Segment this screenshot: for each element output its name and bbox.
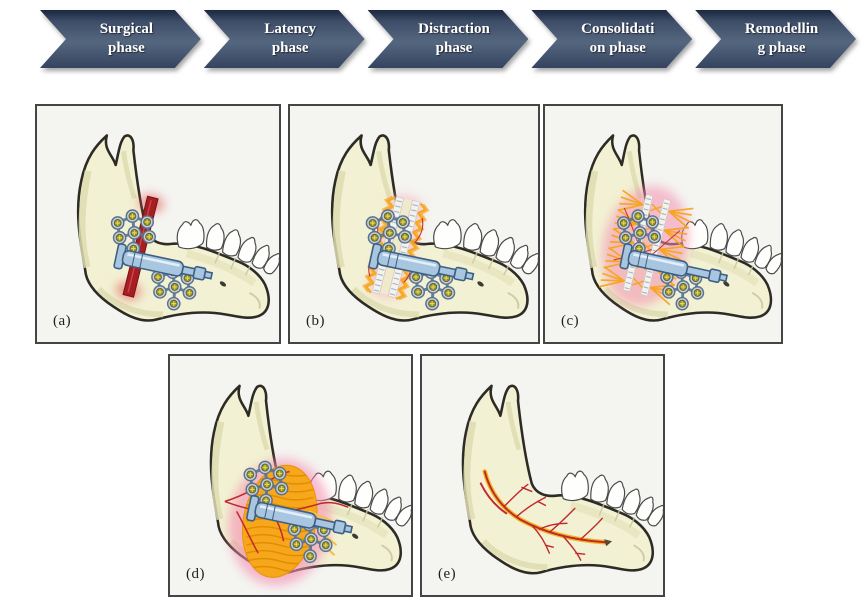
mandible-bone	[461, 384, 663, 575]
mandible-illustration	[330, 134, 538, 322]
bone-screw-icon	[631, 209, 645, 223]
bone-screw-icon	[167, 280, 182, 294]
neurovascular-bundle	[479, 469, 613, 561]
bone-screw-icon	[304, 532, 318, 547]
panel-consolidation: (d)	[168, 354, 413, 597]
bone-screw-icon	[633, 226, 647, 240]
mandible-bone	[76, 134, 279, 322]
bone-screw-icon	[243, 467, 258, 482]
phase-label-line2: on phase	[589, 40, 646, 56]
bone-screw-icon	[127, 226, 142, 240]
bone-screw-icon	[289, 537, 304, 552]
process-step-distraction: Distraction phase	[368, 10, 529, 68]
bone-screw-icon	[676, 280, 690, 294]
bone-screw-icon	[616, 216, 631, 230]
bone-screw-icon	[153, 285, 167, 299]
process-step-wrap-remodellin: Remodellin g phase	[695, 10, 856, 68]
bone-screw-icon	[151, 270, 165, 284]
panel-label: (a)	[53, 313, 72, 329]
distractor-device	[246, 494, 354, 535]
distractor-device	[619, 243, 728, 284]
panel-remodelling: (e)	[420, 354, 665, 597]
mental-foramen	[219, 281, 227, 287]
teeth	[561, 470, 663, 527]
bone-screw-icon	[140, 215, 155, 229]
process-step-wrap-consolidati: Consolidati on phase	[531, 10, 692, 68]
panel-osteotomy: (a)	[35, 104, 281, 344]
bone-screw-icon	[380, 209, 395, 223]
bone-screw-icon	[303, 549, 317, 564]
bone-screw-icon	[382, 226, 397, 240]
mandible-illustration	[461, 384, 663, 575]
bone-screw-icon	[258, 460, 272, 475]
bone-screw-icon	[245, 482, 260, 497]
phase-label-line1: Consolidati	[581, 21, 655, 37]
process-step-wrap-surgical: Surgical phase	[40, 10, 201, 68]
panel-latency: (b)	[288, 104, 540, 344]
distractor-device	[368, 243, 475, 282]
bone-screw-icon	[411, 285, 426, 299]
bone-screw-icon	[166, 296, 181, 311]
phase-label-line1: Latency	[264, 21, 317, 37]
bone-screw-icon	[110, 216, 125, 230]
process-step-wrap-latency: Latency phase	[204, 10, 365, 68]
bone-screw-icon	[645, 215, 660, 229]
process-step-remodellin: Remodellin g phase	[695, 10, 856, 68]
bone-screw-icon	[662, 285, 676, 299]
bone-screw-icon	[618, 230, 633, 245]
bone-screw-icon	[142, 229, 156, 244]
phase-label-line1: Distraction	[418, 21, 490, 37]
mandible-illustration	[76, 134, 279, 322]
bone-screw-icon	[125, 209, 140, 223]
phase-label-line2: phase	[435, 40, 473, 56]
bone-screw-icon	[272, 466, 287, 481]
mandible-illustration	[209, 384, 411, 586]
mental-foramen	[352, 533, 359, 539]
phase-label-line2: g phase	[757, 40, 806, 56]
phase-label-line1: Surgical	[99, 21, 154, 37]
teeth	[176, 219, 279, 275]
bone-screw-icon	[318, 538, 333, 553]
bone-plate-screws	[616, 209, 662, 256]
teeth	[433, 219, 538, 275]
process-step-surgical: Surgical phase	[40, 10, 201, 68]
bone-screw-icon	[395, 215, 410, 229]
bone-screw-icon	[675, 296, 689, 311]
panel-label: (d)	[186, 566, 205, 582]
bone-screw-icon	[397, 229, 412, 244]
mandible-illustration	[583, 134, 781, 322]
bone-screw-icon	[112, 230, 127, 245]
distractor-device	[113, 243, 214, 281]
bone-screw-icon	[426, 280, 441, 294]
panel-distraction: (c)	[543, 104, 783, 344]
mental-foramen	[477, 281, 484, 287]
phase-label-line1: Remodellin	[744, 21, 819, 37]
bone-plate-screws	[110, 209, 156, 256]
mental-foramen	[723, 281, 730, 287]
phase-label-line2: phase	[271, 40, 309, 56]
process-step-wrap-distraction: Distraction phase	[368, 10, 529, 68]
panel-label: (b)	[306, 313, 325, 329]
bone-screw-icon	[441, 285, 456, 300]
bone-screw-icon	[660, 270, 674, 284]
panel-label: (e)	[438, 566, 457, 582]
process-step-consolidati: Consolidati on phase	[531, 10, 692, 68]
phase-arrow-banner: Surgical phase Latency phase Distraction phas…	[40, 10, 856, 68]
bone-screw-icon	[425, 296, 440, 311]
bone-screw-icon	[367, 230, 382, 245]
bone-screw-icon	[182, 285, 197, 300]
bone-screw-icon	[260, 477, 274, 492]
bone-screw-icon	[274, 481, 289, 496]
bone-screw-icon	[647, 229, 662, 244]
bone-screw-icon	[365, 216, 380, 230]
phase-label-line2: phase	[108, 40, 145, 56]
bone-screw-icon	[690, 285, 705, 300]
process-step-latency: Latency phase	[204, 10, 365, 68]
panel-label: (c)	[561, 313, 580, 329]
